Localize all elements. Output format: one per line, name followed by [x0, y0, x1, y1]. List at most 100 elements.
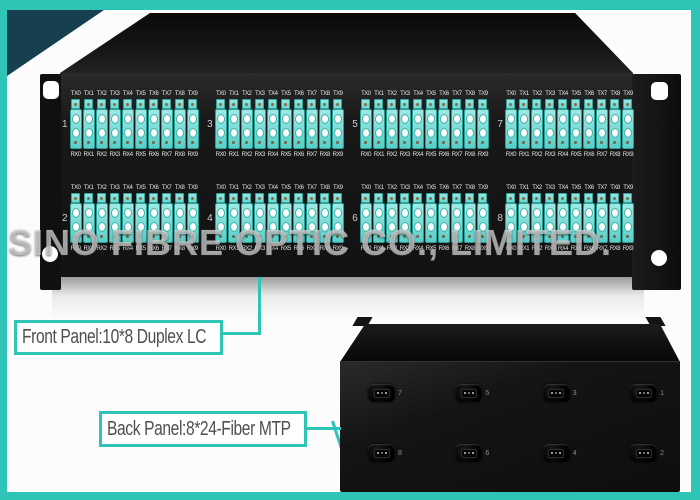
lc-ferrule-top — [413, 113, 422, 124]
lc-ferrule-top — [188, 113, 197, 124]
tx-port-label: TX7 — [452, 91, 462, 97]
lc-adapter-tab — [216, 193, 226, 203]
lc-adapter-tab — [162, 99, 172, 109]
lc-screw-dot — [403, 235, 407, 239]
lc-duplex-adapter — [372, 203, 385, 243]
lc-duplex-adapter — [595, 203, 608, 243]
lc-ferrule-top — [242, 113, 251, 124]
lc-group-number: 7 — [497, 118, 503, 130]
rx-port-label: RX4 — [557, 152, 569, 158]
tx-port-label: TX8 — [174, 91, 185, 97]
lc-duplex-adapter — [476, 203, 489, 243]
lc-duplex-adapter — [385, 109, 398, 149]
lc-ferrule-top — [571, 207, 580, 218]
lc-ferrule-top — [452, 207, 461, 218]
tx-port-label: TX7 — [597, 185, 607, 191]
tx-port-label: TX5 — [135, 91, 146, 97]
lc-ferrule-bottom — [175, 127, 184, 138]
lc-ferrule-bottom — [400, 221, 409, 232]
lc-duplex-adapter — [240, 109, 253, 149]
rx-port-label: RX5 — [570, 246, 582, 252]
tx-port-label: TX5 — [280, 185, 291, 191]
tx-port-label: TX0 — [361, 91, 371, 97]
lc-duplex-adapter — [173, 203, 186, 243]
lc-ferrule-top — [123, 113, 132, 124]
mtp-port-body — [368, 444, 395, 462]
lc-adapter-tab — [571, 193, 581, 203]
lc-ferrule-bottom — [136, 127, 145, 138]
lc-ferrule-bottom — [597, 127, 606, 138]
lc-screw-dot — [126, 235, 130, 239]
lc-screw-dot — [178, 141, 182, 145]
lc-ferrule-bottom — [387, 221, 396, 232]
lc-adapter-tab — [97, 99, 107, 109]
rx-port-label: RX5 — [280, 246, 292, 252]
lc-adapter-tab — [123, 193, 133, 203]
rx-port-label: RX0 — [505, 246, 517, 252]
lc-adapter-tab — [84, 193, 94, 203]
lc-duplex-adapter — [173, 109, 186, 149]
front-panel-shadow — [52, 277, 644, 319]
lc-ferrule-bottom — [623, 127, 632, 138]
tx-port-label: TX3 — [545, 91, 555, 97]
lc-screw-dot — [416, 235, 420, 239]
lc-screw-dot — [219, 141, 223, 145]
lc-duplex-adapter — [160, 109, 173, 149]
lc-duplex-adapter — [240, 203, 253, 243]
tx-port-label: TX4 — [267, 185, 278, 191]
lc-ferrule-bottom — [255, 221, 264, 232]
mtp-port-number: 8 — [398, 449, 402, 457]
lc-duplex-adapter — [227, 109, 240, 149]
tx-port-label: TX2 — [241, 185, 252, 191]
tx-port-label: TX4 — [558, 185, 568, 191]
lc-ferrule-bottom — [333, 221, 342, 232]
rx-port-label: RX0 — [70, 152, 81, 158]
tx-port-label: TX8 — [319, 91, 330, 97]
tx-port-label: TX6 — [293, 91, 304, 97]
lc-adapter-tab — [623, 99, 633, 109]
lc-screw-dot — [323, 141, 327, 145]
lc-screw-dot — [613, 141, 617, 145]
tx-port-label: TX5 — [426, 91, 436, 97]
rack-ear-left — [40, 74, 61, 290]
tx-port-label: TX3 — [254, 91, 265, 97]
rx-port-label: RX0 — [215, 246, 227, 252]
lc-screw-dot — [258, 235, 262, 239]
mtp-port-slot — [548, 448, 565, 458]
lc-duplex-adapter — [292, 203, 305, 243]
lc-screw-dot — [87, 235, 91, 239]
tx-port-label: TX4 — [122, 185, 133, 191]
rx-port-label: RX9 — [477, 152, 489, 158]
lc-duplex-adapter — [385, 203, 398, 243]
lc-ferrule-top — [149, 207, 158, 218]
lc-ferrule-bottom — [478, 221, 487, 232]
lc-duplex-adapter — [134, 203, 147, 243]
lc-ferrule-bottom — [439, 127, 448, 138]
lc-ferrule-top — [532, 113, 541, 124]
mtp-port: 1 — [630, 384, 664, 402]
rx-port-label: RX1 — [518, 152, 530, 158]
lc-ferrule-bottom — [597, 221, 606, 232]
mtp-port-body — [630, 384, 658, 402]
front-panel-callout-label: Front Panel:10*8 Duplex LC — [22, 326, 207, 348]
lc-duplex-adapter — [437, 109, 450, 149]
lc-adapter-tab — [175, 193, 185, 203]
rx-port-label: RX9 — [187, 246, 198, 252]
rx-port-label: RX2 — [531, 246, 543, 252]
lc-ferrule-bottom — [610, 127, 619, 138]
